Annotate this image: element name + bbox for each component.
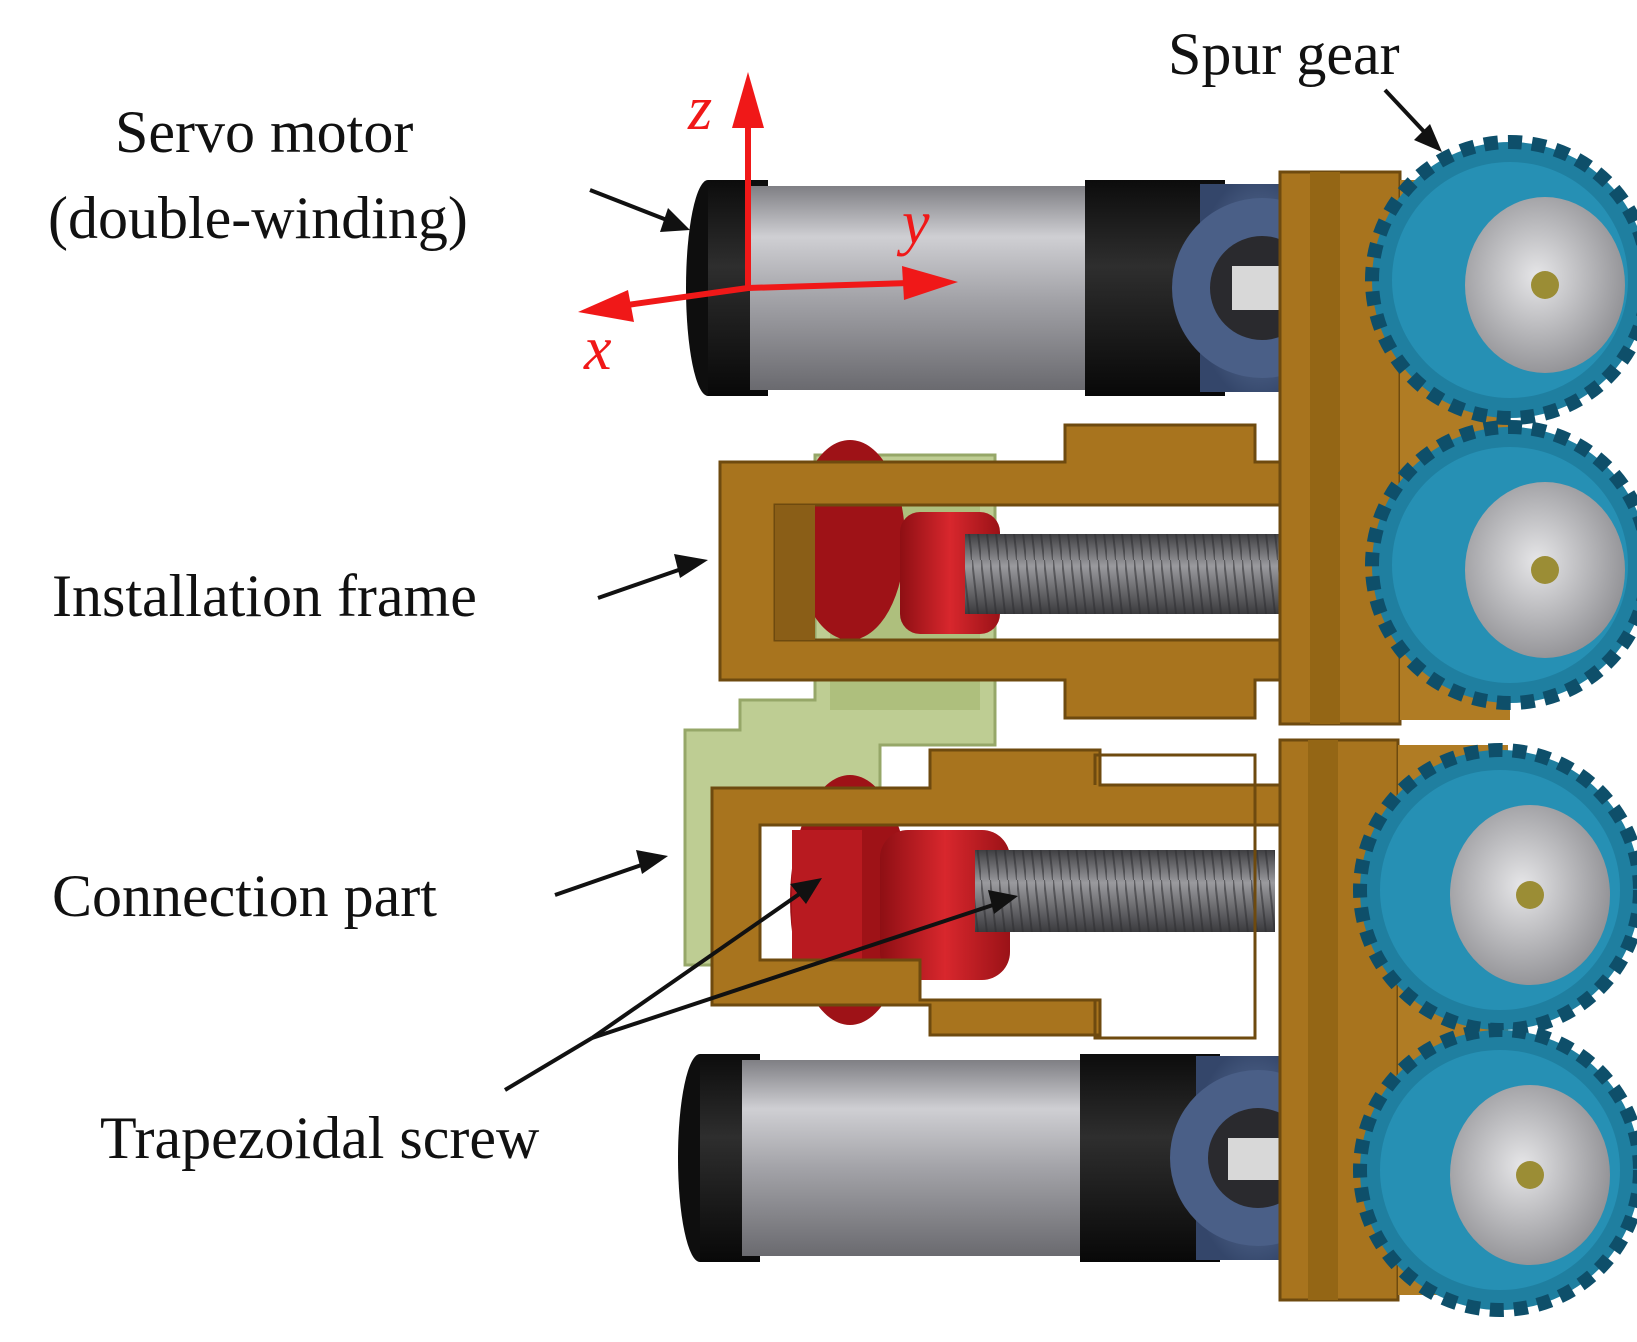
spur-gear-arrow-line [1383,88,1432,140]
screw-arrow-to-nut [590,886,810,1040]
callout-arrows [503,88,1442,1092]
installation-frame-arrow-line [597,564,691,600]
servo-motor-label-line1: Servo motor [115,99,414,165]
spur-gear-3 [1353,743,1637,1037]
spur-gear-label: Spur gear [1168,21,1400,87]
screw-arrow-leader [503,1036,594,1092]
y-axis-line [747,280,911,291]
spur-gear-arrowhead [1414,124,1442,152]
connection-part-arrowhead [636,850,668,874]
x-axis-line [619,285,749,309]
screw-arrowhead-screw [988,890,1018,914]
installation-frame-lower [710,748,1282,1040]
spur-gear-4 [1353,1023,1637,1317]
installation-frame-arrowhead [674,554,708,578]
z-axis-arrowhead [732,72,764,128]
connection-part-label: Connection part [52,863,437,929]
x-axis-label: x [584,315,612,383]
z-axis-label: z [688,75,713,143]
servo-motor-arrow-line [589,188,673,224]
trapezoidal-screw-label: Trapezoidal screw [100,1105,540,1171]
installation-frame-upper [718,423,1292,720]
spur-gear-2 [1365,420,1637,710]
spur-gear-1 [1365,135,1637,425]
y-axis-arrowhead [902,266,958,300]
connection-part-arrow-line [554,860,651,897]
bottom-servo-motor [678,1054,1346,1262]
servo-motor-arrowhead [660,208,690,232]
installation-frame-label: Installation frame [52,563,477,629]
coordinate-axes [578,72,958,322]
servo-motor-label-line2: (double-winding) [48,185,468,251]
screw-arrowhead-nut [790,878,822,904]
x-axis-arrowhead [578,290,634,322]
y-axis-label: y [902,189,930,257]
screw-arrow-to-screw [591,900,1003,1040]
